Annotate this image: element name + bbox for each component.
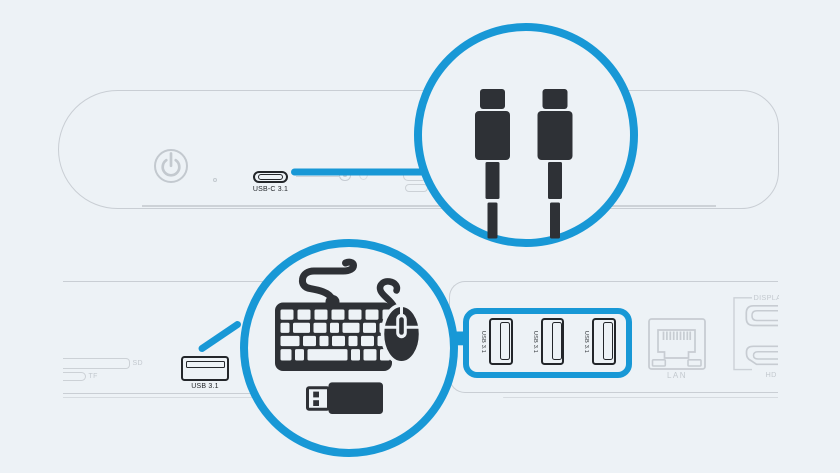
bottom-panel-left-top-edge [63,280,288,283]
hub-usb-port-2 [540,318,564,365]
hub-usb-port-1 [489,318,513,365]
usb-c-port-label: USB-C 3.1 [252,185,289,193]
hub-usb-port-2-label: USB 3.1 [531,330,538,353]
hub-usb-port-1-label: USB 3.1 [480,330,487,353]
vent-slot [405,184,428,192]
usb-c-port-inner [257,174,283,180]
hub-usb-port-3-label: USB 3.1 [583,330,590,353]
usb-a-port [181,356,229,381]
led-dot [212,177,218,183]
hub-usb-port-2-inner [551,322,562,360]
top-device-base-seam [142,205,716,207]
top-device-seam-line [296,176,339,178]
peripherals-callout-line [198,321,241,352]
lan-port-label: LAN [666,371,688,380]
hub-usb-port-3-inner [603,322,614,360]
callout-circle-peripherals [240,239,458,457]
tf-card-slot [63,372,86,382]
sd-slot-label: SD [132,360,143,367]
sd-card-slot [63,358,130,370]
audio-jack-dot [343,173,347,177]
usb-a-port-label: USB 3.1 [191,383,219,391]
callout-circle-usb-c-cables [413,22,638,247]
displayport-label: DISPLA [753,292,779,302]
tf-slot-label: TF [88,372,98,380]
aux-jack-icon [358,168,368,180]
bottom-panel-right-base-line [503,396,778,398]
top-device-outline [58,90,779,209]
usb-hub-highlight [463,307,632,378]
hdmi-label: HD [765,369,777,379]
usb-c-port [252,170,288,184]
bottom-panel-left-base-line [63,396,265,398]
bottom-panel-left-bottom-edge [63,392,271,395]
power-button-ring [154,148,188,183]
hub-usb-port-1-inner [500,322,511,360]
usb-a-port-inner [186,361,225,368]
hub-usb-port-3 [592,318,616,365]
